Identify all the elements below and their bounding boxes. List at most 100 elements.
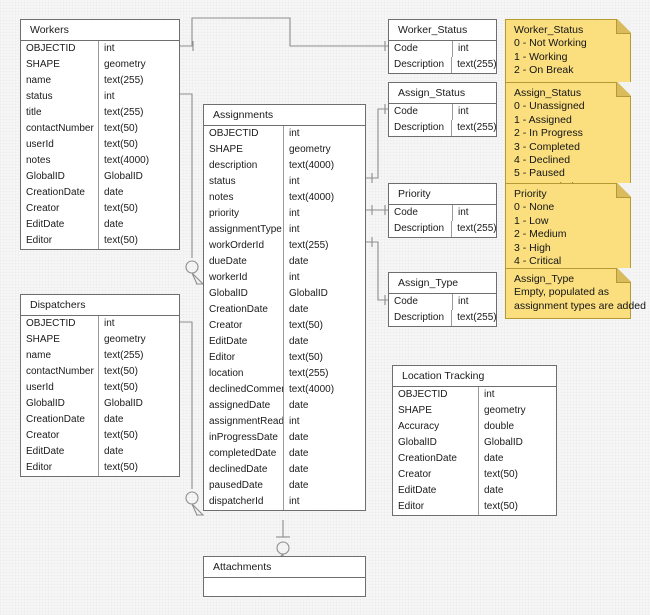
entity-title-assign-status: Assign_Status (389, 83, 496, 104)
attr-type: geometry (484, 405, 526, 416)
attr-type: geometry (104, 334, 146, 345)
attr-name: SHAPE (393, 403, 479, 419)
attr-type: GlobalID (289, 288, 328, 299)
attr-name: dispatcherId (204, 494, 284, 510)
attr-row: SHAPE geometry (21, 332, 179, 348)
attr-type: text(255) (104, 350, 144, 361)
entity-title-location-tracking: Location Tracking (393, 366, 556, 387)
entity-title-attachments: Attachments (204, 557, 365, 578)
note-worker-status[interactable]: Worker_Status 0 - Not Working 1 - Workin… (505, 19, 631, 84)
attr-type: int (289, 224, 300, 235)
note-priority[interactable]: Priority 0 - None 1 - Low 2 - Medium 3 -… (505, 183, 631, 275)
attr-name: inProgressDate (204, 430, 284, 446)
attr-type: text(255) (104, 75, 144, 86)
attr-type: geometry (104, 59, 146, 70)
note-assign-type[interactable]: Assign_Type Empty, populated as assignme… (505, 268, 646, 320)
connector-dispatchers-to-assignments (180, 321, 193, 489)
note-line: 3 - Completed (514, 140, 580, 153)
attr-name: declinedComment (204, 382, 284, 398)
attr-type: text(50) (104, 123, 138, 134)
attr-type: date (289, 432, 309, 443)
attr-name: Accuracy (393, 419, 479, 435)
attr-name: status (204, 174, 284, 190)
attr-name: OBJECTID (21, 316, 99, 332)
note-line: 0 - Not Working (514, 37, 587, 50)
attr-name: title (21, 105, 99, 121)
attr-name: Editor (21, 233, 99, 249)
attr-type: text(255) (289, 240, 329, 251)
attr-name: Code (389, 104, 453, 120)
attr-name: EditDate (21, 444, 99, 460)
attr-name: CreationDate (21, 412, 99, 428)
attr-type: date (484, 453, 504, 464)
attr-name: GlobalID (21, 396, 99, 412)
attr-name: GlobalID (21, 169, 99, 185)
attr-row: inProgressDate date (204, 430, 365, 446)
note-line: Empty, populated as (514, 286, 609, 299)
attr-type: double (484, 421, 515, 432)
attr-name: Creator (393, 467, 479, 483)
attr-type: geometry (289, 144, 331, 155)
attr-row: name text(255) (21, 348, 179, 364)
attr-name: CreationDate (204, 302, 284, 318)
note-line: 1 - Low (514, 214, 549, 227)
attr-name: EditDate (204, 334, 284, 350)
attr-name: SHAPE (21, 332, 99, 348)
attr-type: text(255) (457, 223, 496, 234)
entity-attachments[interactable]: Attachments (203, 556, 366, 597)
note-line: 4 - Declined (514, 154, 571, 167)
attr-type: int (104, 318, 115, 329)
attr-type: text(50) (289, 320, 323, 331)
attr-name: userId (21, 380, 99, 396)
crowsfoot-workerid (191, 272, 205, 285)
attr-type: text(50) (104, 382, 138, 393)
entity-title-priority: Priority (389, 184, 496, 205)
attr-type: text(255) (457, 122, 496, 133)
crowsfoot-dispatcherid (191, 503, 205, 516)
attr-name: Code (389, 41, 453, 57)
attr-type: text(4000) (289, 384, 335, 395)
attr-row: Accuracy double (393, 419, 556, 435)
attr-name: name (21, 348, 99, 364)
note-title: Worker_Status (514, 24, 584, 36)
attr-name: OBJECTID (21, 41, 99, 57)
attr-name: Editor (393, 499, 479, 515)
